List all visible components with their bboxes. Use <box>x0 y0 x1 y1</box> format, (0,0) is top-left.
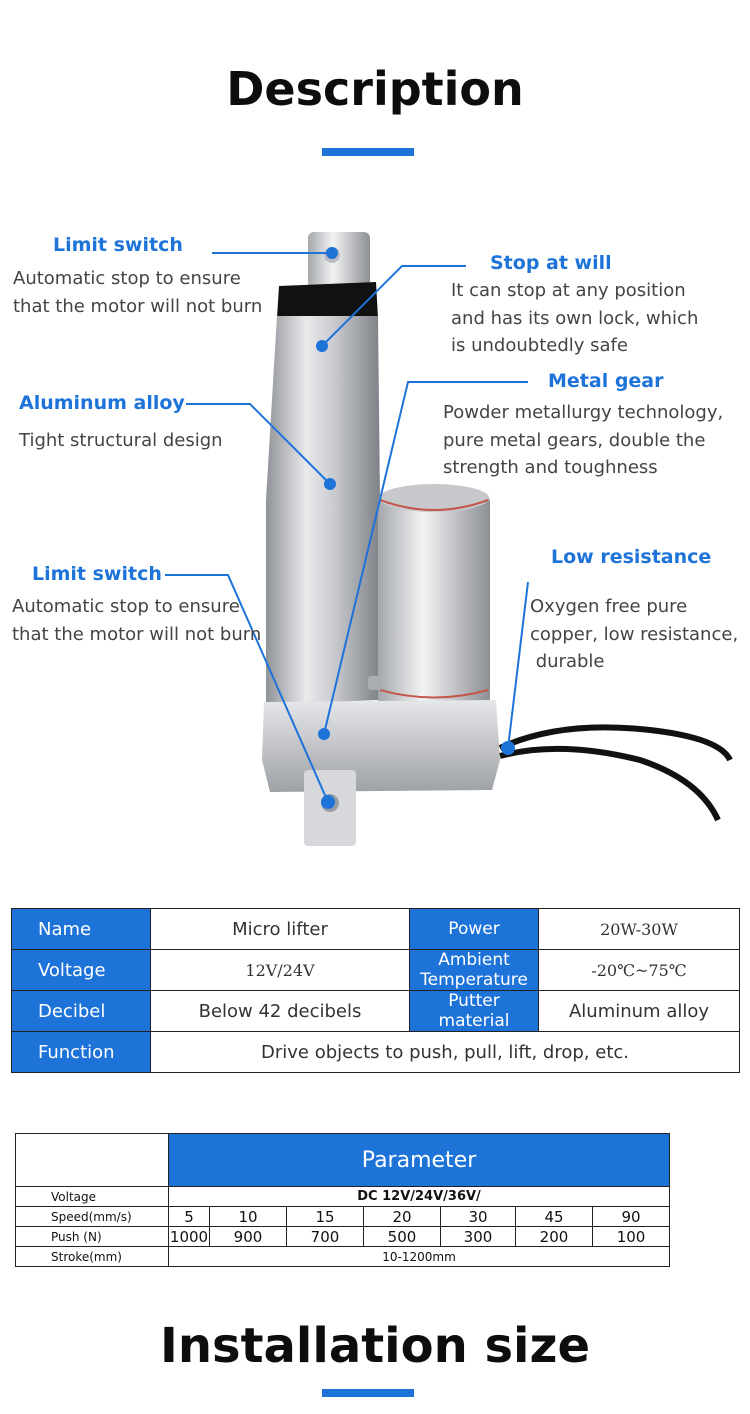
power-label: Power <box>409 908 539 950</box>
table-row: Speed(mm/s) 5 10 15 20 30 45 90 <box>15 1206 671 1227</box>
parameter-header: Parameter <box>167 1133 671 1187</box>
piston-rod <box>308 232 370 288</box>
voltage-value: 12V/24V <box>150 949 410 991</box>
description-heading: Description <box>226 62 524 116</box>
stroke-row-value: 10-1200mm <box>167 1246 671 1267</box>
power-cable <box>498 724 733 762</box>
limit-switch-bottom-title: Limit switch <box>32 563 162 585</box>
push-row-label: Push (N) <box>15 1226 169 1247</box>
aluminum-alloy-title: Aluminum alloy <box>19 392 185 414</box>
aluminum-tube <box>266 316 380 705</box>
aluminum-alloy-text: Tight structural design <box>19 430 223 451</box>
name-value: Micro lifter <box>150 908 410 950</box>
table-row: Function Drive objects to push, pull, li… <box>11 1031 740 1073</box>
voltage-row-label: Voltage <box>15 1186 169 1207</box>
voltage-row-value: DC 12V/24V/36V/ <box>167 1186 671 1207</box>
push-cell: 500 <box>363 1226 441 1247</box>
table-row: Stroke(mm) 10-1200mm <box>15 1246 671 1267</box>
voltage-label: Voltage <box>11 949 151 991</box>
function-label: Function <box>11 1031 151 1073</box>
limit-switch-top-title: Limit switch <box>53 234 183 256</box>
stroke-row-label: Stroke(mm) <box>15 1246 169 1267</box>
speed-cell: 90 <box>591 1206 671 1227</box>
installation-size-heading: Installation size <box>159 1318 590 1374</box>
table-row: Decibel Below 42 decibels Putter materia… <box>11 990 740 1032</box>
speed-cell: 30 <box>440 1206 516 1227</box>
table-row: Voltage DC 12V/24V/36V/ <box>15 1186 671 1207</box>
push-cell: 700 <box>286 1226 364 1247</box>
low-resistance-text: Oxygen free pure copper, low resistance,… <box>530 596 739 672</box>
speed-cell: 15 <box>286 1206 364 1227</box>
table-row: Push (N) 1000 900 700 500 300 200 100 <box>15 1226 671 1247</box>
push-cell: 100 <box>591 1226 671 1247</box>
push-cell: 200 <box>515 1226 593 1247</box>
speed-cell: 20 <box>363 1206 441 1227</box>
push-cell: 300 <box>440 1226 516 1247</box>
power-value: 20W-30W <box>538 908 740 950</box>
decibel-value: Below 42 decibels <box>150 990 410 1032</box>
speed-row-label: Speed(mm/s) <box>15 1206 169 1227</box>
stop-at-will-text: It can stop at any position and has its … <box>451 280 699 356</box>
top-cap <box>277 282 378 318</box>
gearbox <box>262 700 500 792</box>
installation-underline <box>322 1389 414 1397</box>
header-blank-cell <box>15 1133 169 1187</box>
spec-table: Name Micro lifter Power 20W-30W Voltage … <box>11 908 740 1073</box>
putter-material-value: Aluminum alloy <box>538 990 740 1032</box>
motor-body <box>378 492 490 712</box>
speed-cell: 10 <box>209 1206 287 1227</box>
low-resistance-title: Low resistance <box>551 546 712 568</box>
stop-at-will-title: Stop at will <box>490 252 612 274</box>
limit-switch-top-text: Automatic stop to ensure that the motor … <box>13 268 263 317</box>
limit-switch-bottom-text: Automatic stop to ensure that the motor … <box>12 596 262 645</box>
table-header-row: Parameter <box>15 1133 671 1187</box>
table-row: Name Micro lifter Power 20W-30W <box>11 908 740 950</box>
function-value: Drive objects to push, pull, lift, drop,… <box>150 1031 740 1073</box>
speed-cell: 45 <box>515 1206 593 1227</box>
name-label: Name <box>11 908 151 950</box>
description-underline <box>322 148 414 156</box>
table-row: Voltage 12V/24V Ambient Temperature -20℃… <box>11 949 740 991</box>
ambient-temperature-value: -20℃~75℃ <box>538 949 740 991</box>
actuator-illustration <box>165 232 733 846</box>
metal-gear-title: Metal gear <box>548 370 664 392</box>
speed-cell: 5 <box>168 1206 210 1227</box>
parameter-table: Parameter Voltage DC 12V/24V/36V/ Speed(… <box>15 1133 671 1267</box>
push-cell: 900 <box>209 1226 287 1247</box>
putter-material-label: Putter material <box>409 990 539 1032</box>
metal-gear-text: Powder metallurgy technology, pure metal… <box>443 402 724 478</box>
ambient-temperature-label: Ambient Temperature <box>409 949 539 991</box>
decibel-label: Decibel <box>11 990 151 1032</box>
push-cell: 1000 <box>168 1226 210 1247</box>
